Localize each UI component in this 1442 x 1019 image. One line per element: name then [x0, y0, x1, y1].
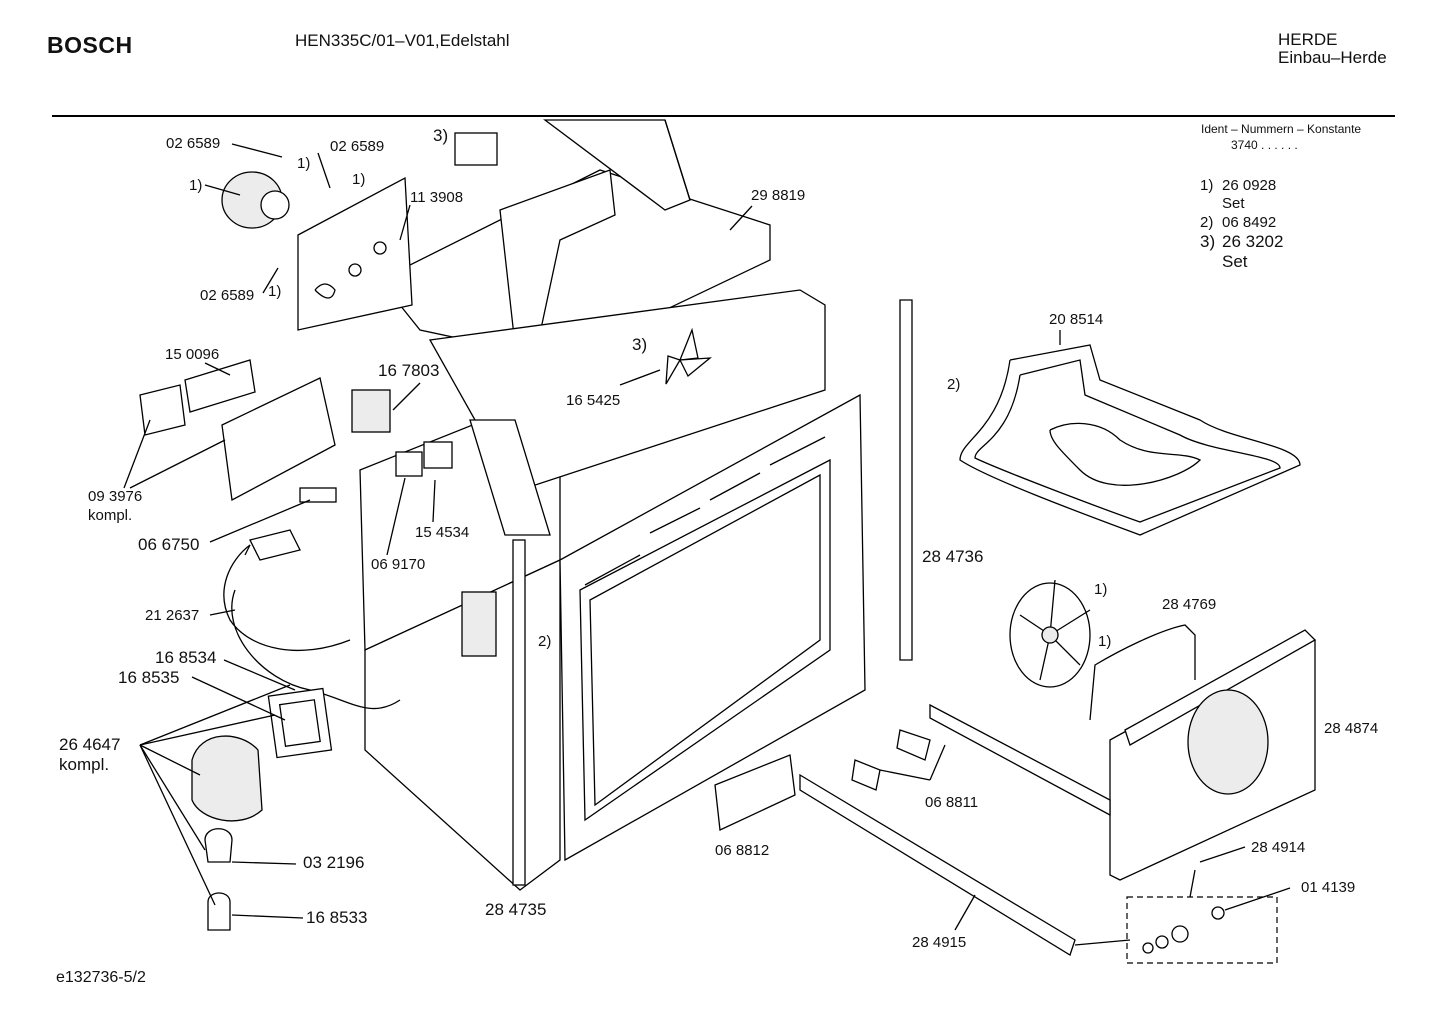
top-housing	[378, 119, 826, 536]
ref-marker: 2)	[538, 633, 552, 650]
part-label: 26 4647	[59, 735, 121, 754]
ref-marker: 1)	[1098, 633, 1112, 650]
part-label: 28 4736	[922, 547, 984, 566]
rear-fan-wheel	[1009, 579, 1091, 688]
part-label: 16 5425	[566, 392, 621, 409]
subcategory-title: Einbau–Herde	[1278, 48, 1387, 67]
part-label: 01 4139	[1301, 879, 1356, 896]
ident-ref-key: 3)	[1200, 232, 1216, 251]
part-label: 06 8812	[715, 842, 770, 859]
part-label: 15 0096	[165, 346, 220, 363]
ident-ref-number: 26 0928	[1222, 177, 1277, 194]
category-title: HERDE	[1278, 30, 1338, 49]
drawing-id: e132736-5/2	[56, 969, 146, 986]
ring-heater	[1089, 624, 1196, 721]
part-label: 16 7803	[378, 361, 440, 380]
side-strip-right	[899, 299, 913, 661]
part-label: 02 6589	[200, 287, 255, 304]
brand-logo: BOSCH	[47, 32, 133, 58]
part-label: 28 4915	[912, 934, 967, 951]
ident-ref-note: Set	[1222, 252, 1248, 271]
ref-marker: 1)	[297, 155, 311, 172]
ident-ref-number: 26 3202	[1222, 232, 1284, 251]
part-label: kompl.	[88, 507, 133, 524]
part-label: 06 8811	[925, 794, 979, 811]
part-label: 11 3908	[410, 189, 464, 206]
part-label: 28 4874	[1324, 720, 1379, 737]
cooling-fan-blade	[665, 327, 712, 385]
part-label: 16 8535	[118, 668, 180, 687]
solenoid	[454, 132, 498, 166]
shelf-rails	[714, 703, 1111, 956]
part-label: 09 3976	[88, 488, 143, 505]
small-parts-kit	[1126, 896, 1278, 964]
ref-marker: 1)	[189, 177, 203, 194]
ident-ref-note: Set	[1222, 195, 1245, 212]
part-label: 06 6750	[138, 535, 200, 554]
part-label: 28 4914	[1251, 839, 1306, 856]
ident-ref-key: 1)	[1200, 177, 1214, 194]
door-frame	[559, 393, 866, 862]
part-label: 15 4534	[415, 524, 470, 541]
part-label: 21 2637	[145, 607, 200, 624]
part-label: 28 4769	[1162, 596, 1217, 613]
model-title: HEN335C/01–V01,Edelstahl	[295, 31, 510, 50]
part-label: 16 8534	[155, 648, 217, 667]
transformer	[351, 389, 391, 433]
part-label: 29 8819	[751, 187, 806, 204]
part-label: kompl.	[59, 755, 110, 774]
lamp-assembly	[191, 687, 333, 931]
part-label: 16 8533	[306, 908, 368, 927]
thermostat	[423, 441, 453, 469]
thermostat	[395, 451, 423, 477]
ref-marker: 1)	[268, 283, 282, 300]
leader-lines	[123, 143, 1291, 946]
part-label: 06 9170	[371, 556, 426, 573]
ref-marker: 1)	[1094, 581, 1108, 598]
part-label: 20 8514	[1049, 311, 1104, 328]
fan-cover	[1109, 629, 1317, 881]
part-label: 28 4735	[485, 900, 547, 919]
ident-title: Ident – Nummern – Konstante	[1201, 122, 1362, 136]
top-heater	[959, 344, 1301, 536]
fan-motor	[221, 171, 413, 331]
ident-ref-number: 06 8492	[1222, 214, 1277, 231]
switch-block	[139, 359, 337, 503]
header-divider	[52, 115, 1395, 117]
ref-marker: 3)	[632, 335, 648, 354]
part-label: 02 6589	[330, 138, 385, 155]
part-label: 03 2196	[303, 853, 365, 872]
ident-ref-key: 2)	[1200, 214, 1214, 231]
ref-marker: 1)	[352, 171, 366, 188]
ref-marker: 2)	[947, 376, 961, 393]
ident-value: 3740 . . . . . .	[1231, 138, 1298, 152]
ref-marker: 3)	[433, 126, 449, 145]
part-label: 02 6589	[166, 135, 221, 152]
side-strip-left	[512, 539, 526, 886]
